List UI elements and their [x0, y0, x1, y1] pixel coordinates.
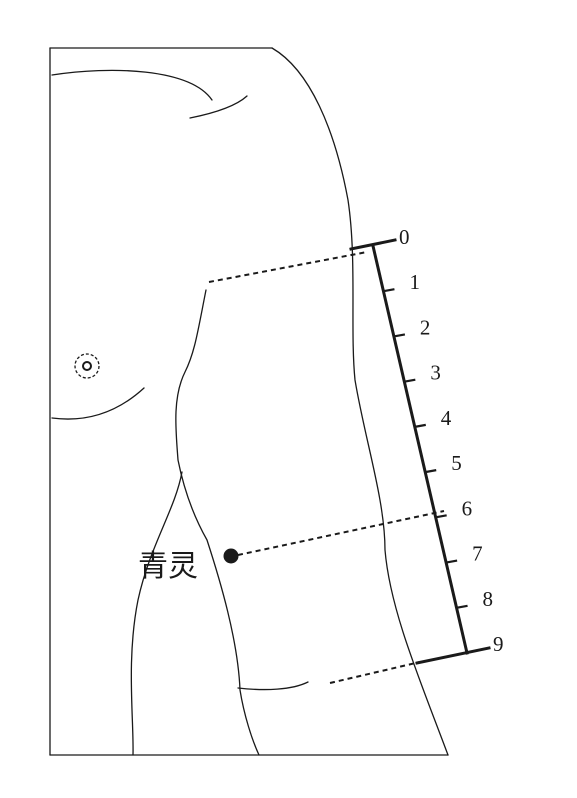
- lower-guide-line: [329, 661, 421, 684]
- body-outline: [49, 47, 449, 756]
- upper-guide-line: [208, 251, 368, 283]
- proportional-scale: 0 12 34 56 78 9: [349, 225, 504, 665]
- inner-arm-contour: [175, 289, 260, 756]
- acupoint-label: 青灵: [138, 549, 198, 584]
- scale-tick-label: 7: [472, 542, 483, 566]
- scale-tick-label: 3: [430, 361, 441, 385]
- scale-tick-label: 2: [420, 315, 431, 339]
- scale-tick-label: 5: [451, 451, 462, 475]
- scale-tick: [435, 514, 447, 519]
- elbow-crease-line: [237, 681, 309, 691]
- scale-tick-label: 0: [399, 225, 410, 249]
- scale-tick: [383, 288, 395, 293]
- clavicle-line: [189, 95, 248, 119]
- torso-side-contour: [130, 471, 183, 756]
- scale-tick-label: 4: [441, 406, 452, 430]
- acupoint-marker: [223, 548, 239, 564]
- scale-tick: [404, 378, 416, 383]
- scale-tick: [393, 333, 406, 338]
- scale-top-cap: [349, 238, 397, 251]
- scale-tick-label: 1: [409, 270, 420, 294]
- chest-lower-contour: [51, 387, 145, 420]
- shoulder-fold-line: [51, 69, 213, 101]
- scale-bottom-cap: [415, 646, 491, 665]
- acupoint-guide-line: [237, 510, 445, 556]
- scale-tick: [456, 604, 468, 609]
- scale-tick: [414, 423, 426, 428]
- scale-tick-label: 6: [462, 496, 473, 520]
- scale-tick: [425, 469, 437, 474]
- shoulder-outer-contour: [271, 47, 449, 756]
- scale-tick-label: 8: [483, 587, 494, 611]
- scale-tick: [445, 559, 458, 564]
- scale-tick-label: 9: [493, 632, 504, 656]
- scale-bar: [371, 244, 469, 655]
- nipple-icon: [74, 353, 100, 379]
